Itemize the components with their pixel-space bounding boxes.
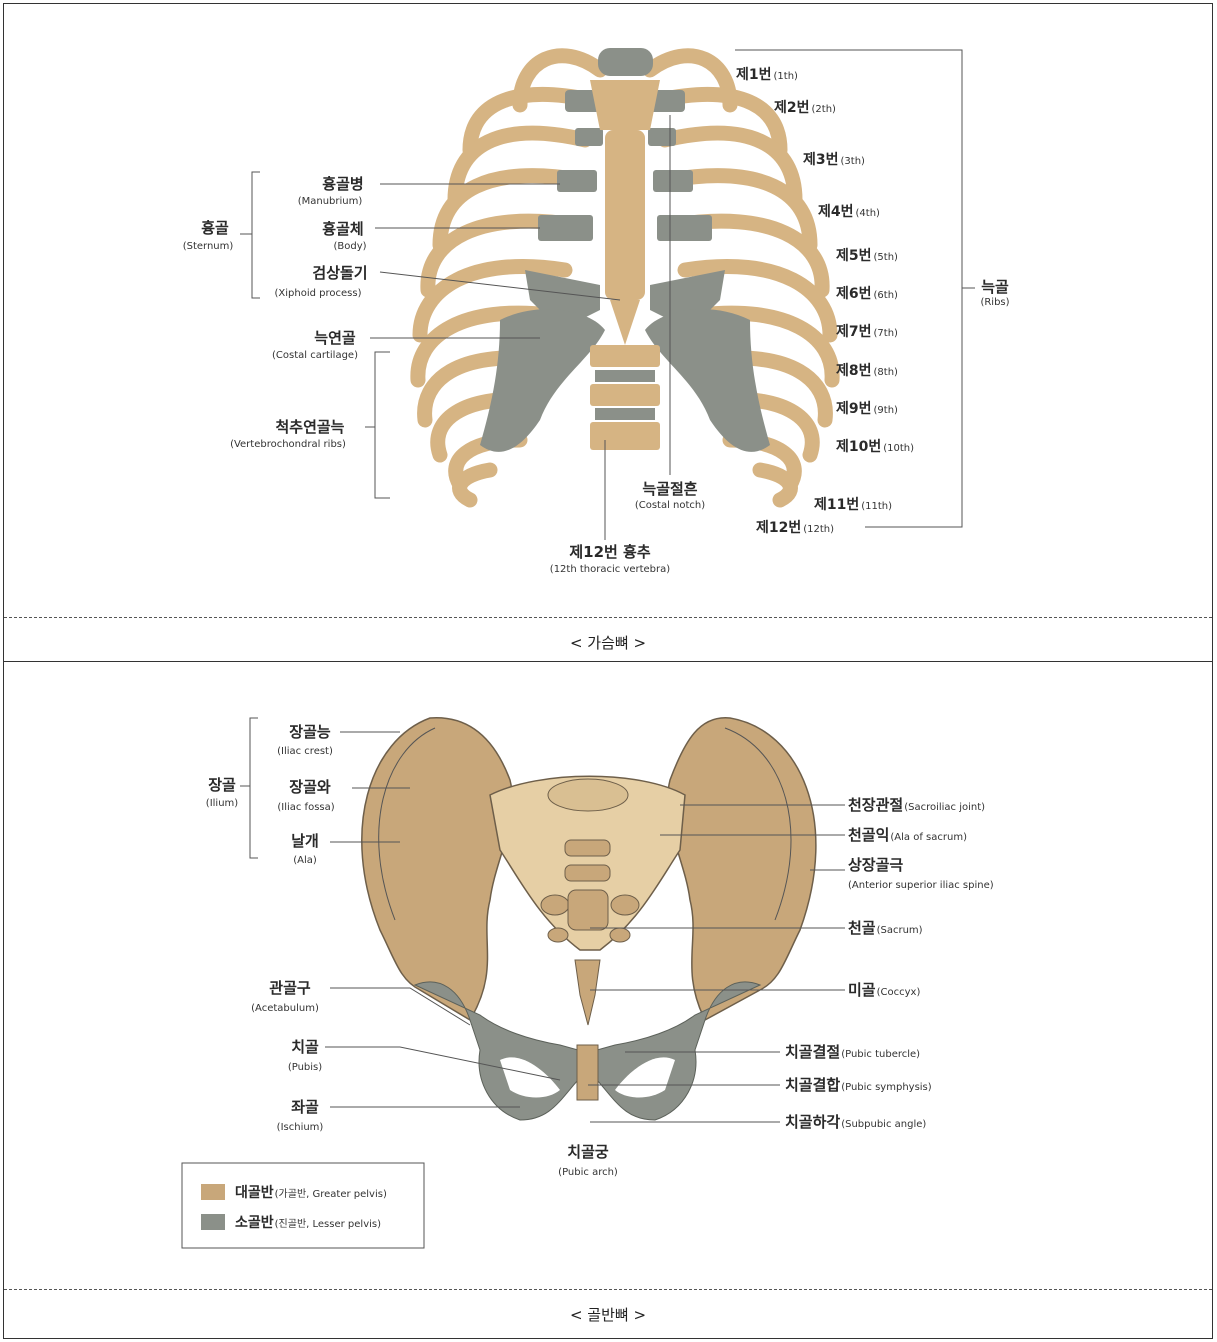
rib-cage-illustration [418, 48, 832, 500]
rib-5-label: 제5번(5th) [836, 248, 898, 264]
sternum-label: 흉골 [201, 219, 229, 237]
manubrium-label: 흉골병 [322, 175, 363, 193]
rib-8-label: 제8번(8th) [836, 363, 898, 379]
acetabulum-label: 관골구 [269, 979, 311, 997]
rib-3-label: 제3번(3th) [803, 152, 865, 168]
sternum-en-label: (Sternum) [183, 241, 234, 252]
ribs-en-label: (Ribs) [980, 297, 1009, 308]
costal-notch-en-label: (Costal notch) [635, 500, 705, 511]
xiphoid-en-label: (Xiphoid process) [275, 288, 362, 299]
rib-6-label: 제6번(6th) [836, 286, 898, 302]
xiphoid-label: 검상돌기 [312, 264, 367, 282]
body-label: 흉골체 [322, 220, 363, 238]
ischium-label: 좌골 [291, 1098, 319, 1116]
asis-en-label: (Anterior superior iliac spine) [848, 880, 994, 891]
sacroiliac-joint-label: 천장관절(Sacroiliac joint) [848, 796, 985, 814]
manubrium-en-label: (Manubrium) [298, 196, 363, 207]
subpubic-angle-label: 치골하각(Subpubic angle) [785, 1113, 926, 1131]
thorax-divider [4, 617, 1212, 618]
ala-en-label: (Ala) [293, 855, 317, 866]
costal-notch-label: 늑골절흔 [642, 480, 697, 498]
acetabulum-en-label: (Acetabulum) [251, 1003, 319, 1014]
pelvis-caption: < 골반뼈 > [4, 1304, 1212, 1325]
ischium-en-label: (Ischium) [277, 1122, 324, 1133]
rib-12-label: 제12번(12th) [756, 520, 834, 536]
rib-9-label: 제9번(9th) [836, 401, 898, 417]
pelvis-divider [4, 1289, 1212, 1290]
costal-cartilage-label: 늑연골 [314, 329, 356, 347]
pelvis-illustration [362, 718, 816, 1120]
pelvis-legend: 대골반(가골반, Greater pelvis) 소골반(진골반, Lesser… [182, 1163, 424, 1248]
pelvis-diagram: 장골 (Ilium) 장골능 (Iliac crest) 장골와 (Iliac … [0, 662, 1217, 1262]
t12-en-label: (12th thoracic vertebra) [550, 564, 670, 575]
ala-of-sacrum-label: 천골익(Ala of sacrum) [848, 826, 967, 844]
legend-swatch-greater [201, 1184, 225, 1200]
costal-cartilage-en-label: (Costal cartilage) [272, 350, 358, 361]
rib-4-label: 제4번(4th) [818, 204, 880, 220]
legend-swatch-lesser [201, 1214, 225, 1230]
body-en-label: (Body) [333, 241, 366, 252]
rib-1-label: 제1번(1th) [736, 67, 798, 83]
thorax-caption: < 가슴뼈 > [4, 632, 1212, 653]
iliac-crest-en-label: (Iliac crest) [277, 746, 333, 757]
pubic-symphysis-label: 치골결합(Pubic symphysis) [785, 1076, 932, 1094]
vertebrochondral-label: 척추연골늑 [275, 418, 344, 436]
rib-11-label: 제11번(11th) [814, 497, 892, 513]
pubic-arch-en-label: (Pubic arch) [558, 1167, 618, 1178]
sacrum-label: 천골(Sacrum) [848, 919, 923, 937]
rib-10-label: 제10번(10th) [836, 439, 914, 455]
t12-label: 제12번 흉추 [569, 543, 650, 561]
ribs-label: 늑골 [981, 278, 1009, 296]
ilium-en-label: (Ilium) [206, 798, 238, 809]
pubic-arch-label: 치골궁 [567, 1143, 609, 1161]
iliac-fossa-en-label: (Iliac fossa) [277, 802, 334, 813]
pubis-label: 치골 [291, 1038, 319, 1056]
rib-7-label: 제7번(7th) [836, 324, 898, 340]
pubis-en-label: (Pubis) [288, 1062, 322, 1073]
rib-2-label: 제2번(2th) [774, 100, 836, 116]
ilium-label: 장골 [208, 776, 236, 794]
iliac-crest-label: 장골능 [289, 723, 331, 741]
asis-label: 상장골극 [848, 856, 903, 874]
pubic-tubercle-label: 치골결절(Pubic tubercle) [785, 1043, 920, 1061]
iliac-fossa-label: 장골와 [289, 778, 331, 796]
coccyx-label: 미골(Coccyx) [848, 981, 920, 999]
ala-label: 날개 [291, 832, 319, 850]
thorax-diagram: 흉골 (Sternum) 흉골병 (Manubrium) 흉골체 (Body) … [0, 0, 1217, 610]
vertebrochondral-en-label: (Vertebrochondral ribs) [230, 439, 346, 450]
